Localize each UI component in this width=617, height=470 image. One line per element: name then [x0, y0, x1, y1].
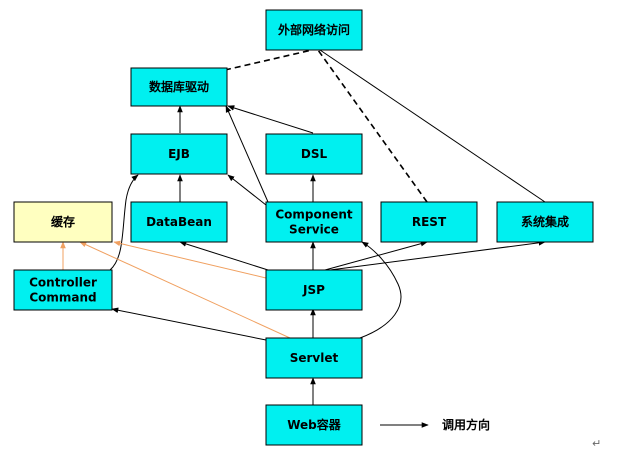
node-jsp: JSP [265, 269, 363, 311]
node-servlet-box [265, 337, 363, 379]
node-sysint-label-0: 系统集成 [521, 214, 569, 229]
edge-dsl-dbdriver [227, 105, 314, 134]
node-jsp-label-0: JSP [302, 283, 325, 297]
legend: 调用方向 [380, 417, 490, 432]
node-cache: 缓存 [13, 201, 113, 243]
node-servlet-label-0: Servlet [290, 351, 339, 365]
node-dsl: DSL [265, 133, 363, 175]
edge-jsp-cache [113, 240, 267, 279]
edge-servlet-cache [79, 241, 291, 339]
edge-sysint-external [319, 49, 546, 203]
node-external-label-0: 外部网络访问 [278, 22, 350, 37]
edge-component-ejb [227, 174, 267, 206]
node-databean-label-0: DataBean [146, 215, 212, 229]
edge-jsp-sysint [329, 240, 546, 271]
node-webcontainer-box [265, 404, 363, 446]
edge-controller-ejb [109, 174, 139, 271]
edge-rest-external [317, 49, 428, 203]
connectors [60, 49, 546, 405]
node-external-box [265, 9, 363, 51]
node-dbdriver-label-0: 数据库驱动 [149, 79, 209, 94]
node-ejb-box [130, 133, 228, 175]
edge-component-dbdriver [225, 105, 269, 203]
edge-dbdriver-external [224, 49, 313, 71]
node-databean: DataBean [130, 201, 228, 243]
node-dsl-label-0: DSL [301, 147, 328, 161]
node-dbdriver: 数据库驱动 [130, 67, 228, 107]
node-dsl-box [265, 133, 363, 175]
edge-jsp-databean [179, 241, 269, 271]
node-dbdriver-box [130, 67, 228, 107]
node-component-label-0: Component [275, 208, 353, 222]
node-databean-box [130, 201, 228, 243]
node-webcontainer-label-0: Web容器 [287, 417, 342, 432]
node-controller-label-1: Command [29, 291, 96, 305]
node-cache-label-0: 缓存 [51, 214, 75, 229]
node-controller-label-0: Controller [29, 276, 97, 290]
node-cache-box [13, 201, 113, 243]
node-webcontainer: Web容器 [265, 404, 363, 446]
edge-servlet-component [359, 241, 402, 339]
node-rest-box [380, 201, 478, 243]
node-external: 外部网络访问 [265, 9, 363, 51]
node-ejb: EJB [130, 133, 228, 175]
node-servlet: Servlet [265, 337, 363, 379]
node-sysint: 系统集成 [496, 201, 594, 243]
edge-servlet-controller [111, 307, 267, 341]
node-controller-box [13, 269, 113, 311]
node-jsp-box [265, 269, 363, 311]
node-rest: REST [380, 201, 478, 243]
edge-jsp-rest [324, 240, 428, 271]
node-sysint-box [496, 201, 594, 243]
node-component-box [265, 201, 363, 243]
footer-mark: ↵ [592, 437, 601, 450]
node-component-label-1: Service [289, 223, 339, 237]
node-ejb-label-0: EJB [168, 147, 190, 161]
legend-label: 调用方向 [442, 417, 490, 432]
node-rest-label-0: REST [412, 215, 447, 229]
